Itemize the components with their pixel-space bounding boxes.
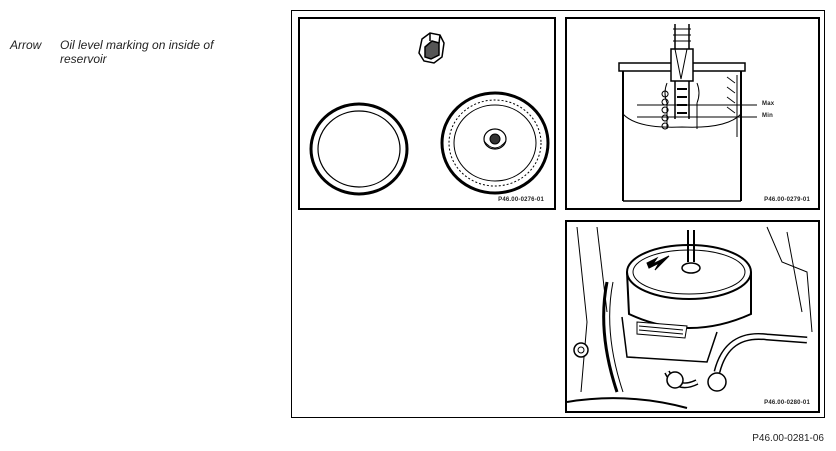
max-mark-label: Max [762, 101, 775, 107]
figure-frame: P46.00-0276-01 [291, 10, 825, 418]
panel-installed-reservoir: P46.00-0280-01 [565, 220, 820, 413]
legend-description: Oil level marking on inside of reservoir [60, 38, 214, 66]
filter-cover-drawing [440, 91, 550, 195]
oil-level-arrow [646, 255, 670, 271]
reservoir-section-illustration [618, 24, 757, 202]
reservoir-cap-drawing [418, 32, 445, 64]
parts-illustration [309, 32, 550, 196]
panel-code: P46.00-0280-01 [764, 400, 810, 406]
panel-code: P46.00-0279-01 [764, 197, 810, 203]
panel-parts: P46.00-0276-01 [298, 17, 556, 210]
panel-reservoir-section: Max Min P46.00-0279-01 [565, 17, 820, 210]
figure-reference: P46.00-0281-06 [752, 433, 824, 444]
min-mark-label: Min [762, 113, 773, 119]
panel-code: P46.00-0276-01 [498, 197, 544, 203]
legend-key: Arrow [10, 38, 42, 52]
seal-ring-drawing [309, 102, 409, 196]
installed-reservoir-illustration [567, 226, 813, 409]
